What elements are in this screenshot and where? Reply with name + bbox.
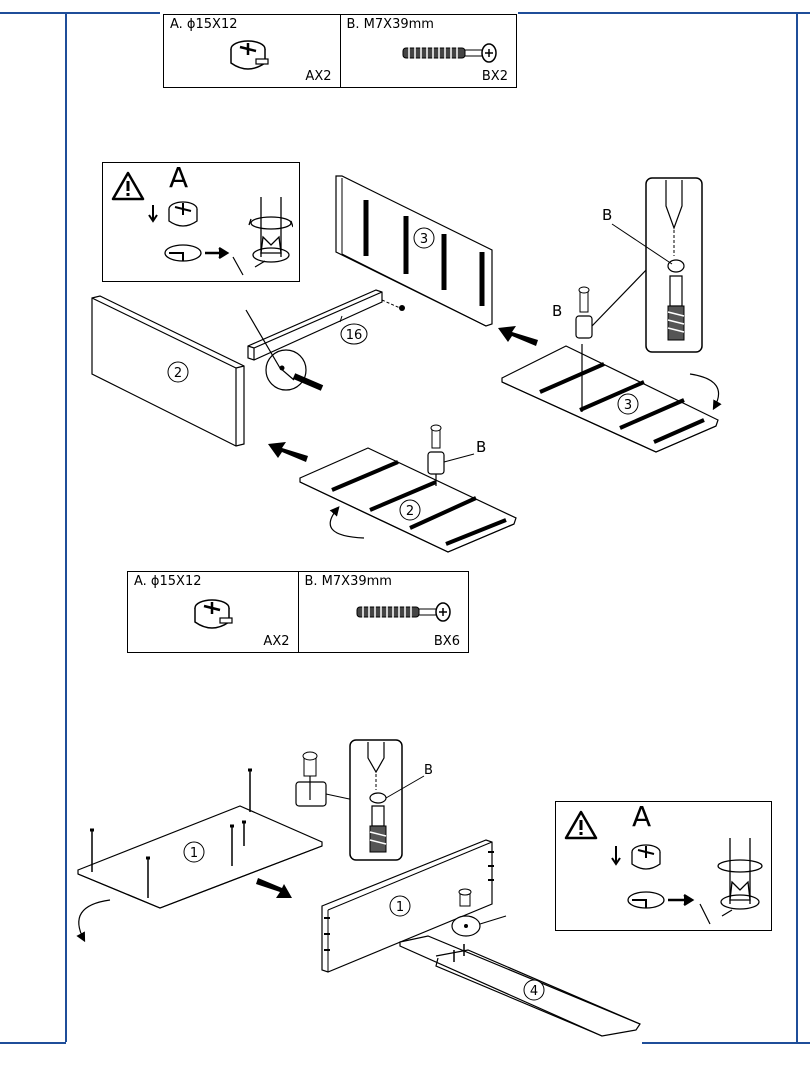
- label-rail-16: 16: [340, 323, 368, 345]
- part-b-cell: B. M7X39mm BX2: [341, 15, 517, 87]
- part-a-qty: AX2: [305, 69, 332, 84]
- push-arrow-icon: [256, 878, 292, 898]
- warning-part-letter: A: [169, 161, 189, 194]
- callout-b: B: [424, 763, 433, 778]
- frame-right-line: [796, 12, 798, 1042]
- part-b-qty: BX6: [433, 634, 460, 649]
- dowel-screw-icon: [356, 602, 451, 622]
- cam-lock-insert-illustration: [148, 197, 293, 276]
- frame-top-right-line: [518, 12, 810, 14]
- parts-table-1: A. ϕ15X12 AX2 B. M7X39mm BX2: [163, 14, 517, 88]
- warning-triangle-icon: [564, 810, 598, 840]
- frame-bottom-left-line: [0, 1042, 66, 1044]
- callout-b-right: B: [552, 302, 562, 320]
- cam-lock-icon: [194, 599, 233, 629]
- part-a-cell: A. ϕ15X12 AX2: [164, 15, 341, 87]
- dowel-insert-callout: [295, 751, 355, 807]
- label-panel-1-upright: 1: [389, 895, 411, 917]
- frame-left-line: [65, 12, 67, 1042]
- part-b-cell: B. M7X39mm BX6: [299, 572, 469, 652]
- part-b-label: B. M7X39mm: [304, 574, 392, 589]
- parts-table-2: A. ϕ15X12 AX2 B. M7X39mm BX6: [127, 571, 469, 653]
- svg-text:16: 16: [346, 328, 363, 343]
- cam-lock-insert-illustration: [611, 838, 763, 925]
- dowel-detail-box: [349, 739, 425, 861]
- warning-box-1: A: [102, 161, 300, 282]
- label-panel-3-flat: 3: [617, 393, 639, 415]
- warning-part-letter: A: [632, 800, 652, 833]
- dowel-screw-icon: [402, 43, 497, 63]
- push-arrow-icon: [498, 326, 538, 346]
- svg-text:3: 3: [420, 232, 428, 247]
- dowel-insert-callout: [245, 299, 405, 391]
- callout-b-bottom: B: [476, 438, 486, 456]
- rail-16: [247, 289, 383, 361]
- svg-text:4: 4: [530, 984, 538, 999]
- svg-text:3: 3: [624, 398, 632, 413]
- label-panel-4-strip: 4: [523, 979, 545, 1001]
- label-panel-1-base: 1: [183, 841, 205, 863]
- label-panel-2-flat: 2: [399, 499, 421, 521]
- label-panel-2-upright: 2: [167, 361, 189, 383]
- warning-triangle-icon: [111, 171, 145, 201]
- svg-text:2: 2: [406, 504, 414, 519]
- callout-b-detail: B: [602, 206, 612, 224]
- push-arrow-icon: [268, 442, 308, 462]
- svg-text:2: 2: [174, 366, 182, 381]
- part-a-label: A. ϕ15X12: [170, 17, 238, 32]
- panel-3-back: [335, 175, 493, 327]
- frame-bottom-right-line: [642, 1042, 810, 1044]
- part-b-label: B. M7X39mm: [346, 17, 434, 32]
- panel-4-strip: [399, 888, 641, 1037]
- part-a-qty: AX2: [263, 634, 290, 649]
- warning-box-2: A: [555, 800, 772, 931]
- label-panel-3-back: 3: [413, 227, 435, 249]
- part-b-qty: BX2: [481, 69, 508, 84]
- part-a-label: A. ϕ15X12: [134, 574, 202, 589]
- dowel-detail-box: [611, 177, 703, 353]
- svg-text:1: 1: [396, 900, 404, 915]
- panel-3-flat: [501, 265, 722, 453]
- part-a-cell: A. ϕ15X12 AX2: [128, 572, 299, 652]
- frame-top-left-line: [0, 12, 160, 14]
- svg-text:1: 1: [190, 846, 198, 861]
- cam-lock-icon: [230, 40, 269, 70]
